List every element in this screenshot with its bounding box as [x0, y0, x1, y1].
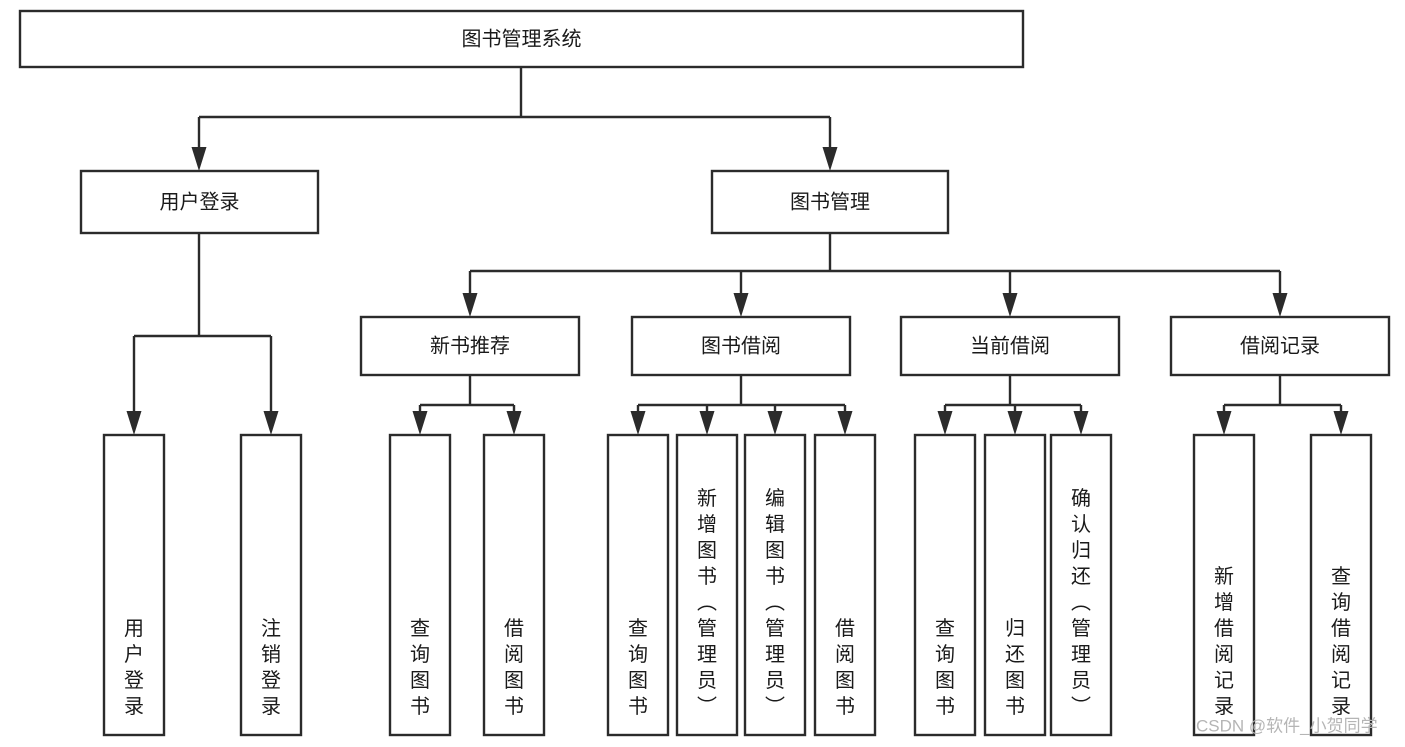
arrow-head-icon	[412, 411, 428, 435]
node-box[interactable]	[1192, 433, 1256, 737]
arrow-head-icon	[837, 411, 853, 435]
node-box[interactable]	[359, 315, 581, 377]
node-label: 当前借阅	[970, 334, 1050, 357]
node-box[interactable]	[1309, 433, 1373, 737]
node-label: 新书推荐	[430, 334, 510, 357]
node-book-manage[interactable]: 图书管理	[710, 169, 950, 235]
connector-group-login-to-ops	[126, 233, 279, 435]
node-box[interactable]	[18, 9, 1025, 69]
node-root[interactable]: 图书管理系统	[18, 9, 1025, 69]
node-op-return-book[interactable]: 归还图书	[983, 433, 1047, 737]
node-label: 借阅图书	[835, 617, 855, 718]
node-label: 新增借阅记录	[1214, 565, 1234, 718]
node-box[interactable]	[1049, 433, 1113, 737]
node-op-cur-query-book[interactable]: 查询图书	[913, 433, 977, 737]
node-label: 编辑图书︵管理员︶	[765, 487, 785, 718]
arrow-head-icon	[767, 411, 783, 435]
node-label: 归还图书	[1005, 617, 1025, 718]
node-op-user-login[interactable]: 用户登录	[102, 433, 166, 737]
node-user-login[interactable]: 用户登录	[79, 169, 320, 235]
arrow-head-icon	[1216, 411, 1232, 435]
csdn-watermark: CSDN @软件_小贺同学	[1196, 716, 1378, 735]
node-op-edit-book[interactable]: 编辑图书︵管理员︶	[743, 433, 807, 737]
node-box[interactable]	[630, 315, 852, 377]
node-label: 借阅图书	[504, 617, 524, 718]
connector-group-manage-to-sub	[462, 233, 1288, 317]
node-box[interactable]	[482, 433, 546, 737]
node-book-borrow[interactable]: 图书借阅	[630, 315, 852, 377]
node-label: 图书管理	[790, 190, 870, 213]
node-box[interactable]	[913, 433, 977, 737]
arrow-head-icon	[506, 411, 522, 435]
node-current-borrow[interactable]: 当前借阅	[899, 315, 1121, 377]
node-op-logout[interactable]: 注销登录	[239, 433, 303, 737]
arrow-head-icon	[937, 411, 953, 435]
arrow-head-icon	[699, 411, 715, 435]
arrow-head-icon	[1272, 293, 1288, 317]
arrow-head-icon	[1007, 411, 1023, 435]
node-box[interactable]	[743, 433, 807, 737]
node-op-add-book[interactable]: 新增图书︵管理员︶	[675, 433, 739, 737]
node-label: 确认归还︵管理员︶	[1071, 487, 1091, 718]
node-label: 查询借阅记录	[1331, 565, 1351, 718]
node-box[interactable]	[1169, 315, 1391, 377]
connector-layer	[126, 67, 1349, 435]
arrow-head-icon	[126, 411, 142, 435]
arrow-head-icon	[1333, 411, 1349, 435]
connector-group-borrow-to-ops	[630, 375, 853, 435]
connector-group-record-to-ops	[1216, 375, 1349, 435]
node-label: 注销登录	[261, 617, 281, 718]
node-label: 图书借阅	[701, 334, 781, 357]
connector-group-rec-to-ops	[412, 375, 522, 435]
node-label: 借阅记录	[1240, 334, 1320, 357]
node-op-rec-query-book[interactable]: 查询图书	[388, 433, 452, 737]
node-box[interactable]	[102, 433, 166, 737]
node-op-add-record[interactable]: 新增借阅记录	[1192, 433, 1256, 737]
node-box[interactable]	[79, 169, 320, 235]
node-label: 用户登录	[160, 190, 240, 213]
node-box[interactable]	[710, 169, 950, 235]
node-label: 用户登录	[124, 618, 144, 718]
node-box[interactable]	[813, 433, 877, 737]
arrow-head-icon	[630, 411, 646, 435]
node-op-borrow-query-book[interactable]: 查询图书	[606, 433, 670, 737]
node-box[interactable]	[983, 433, 1047, 737]
node-op-borrow-book[interactable]: 借阅图书	[813, 433, 877, 737]
node-borrow-record[interactable]: 借阅记录	[1169, 315, 1391, 377]
node-label: 查询图书	[935, 617, 955, 718]
node-label: 图书管理系统	[462, 27, 582, 50]
arrow-head-icon	[1002, 293, 1018, 317]
node-label: 查询图书	[410, 617, 430, 718]
node-op-rec-borrow-book[interactable]: 借阅图书	[482, 433, 546, 737]
node-layer: 图书管理系统用户登录图书管理新书推荐图书借阅当前借阅借阅记录用户登录注销登录查询…	[18, 9, 1391, 737]
node-box[interactable]	[899, 315, 1121, 377]
node-box[interactable]	[388, 433, 452, 737]
arrow-head-icon	[462, 293, 478, 317]
connector-group-root-to-modules	[191, 67, 838, 171]
arrow-head-icon	[1073, 411, 1089, 435]
node-op-query-record[interactable]: 查询借阅记录	[1309, 433, 1373, 737]
node-box[interactable]	[239, 433, 303, 737]
node-box[interactable]	[675, 433, 739, 737]
node-label: 新增图书︵管理员︶	[697, 487, 717, 718]
node-op-confirm-return[interactable]: 确认归还︵管理员︶	[1049, 433, 1113, 737]
node-box[interactable]	[606, 433, 670, 737]
arrow-head-icon	[822, 147, 838, 171]
node-label: 查询图书	[628, 617, 648, 718]
node-new-book-rec[interactable]: 新书推荐	[359, 315, 581, 377]
connector-group-current-to-ops	[937, 375, 1089, 435]
arrow-head-icon	[191, 147, 207, 171]
arrow-head-icon	[733, 293, 749, 317]
arrow-head-icon	[263, 411, 279, 435]
